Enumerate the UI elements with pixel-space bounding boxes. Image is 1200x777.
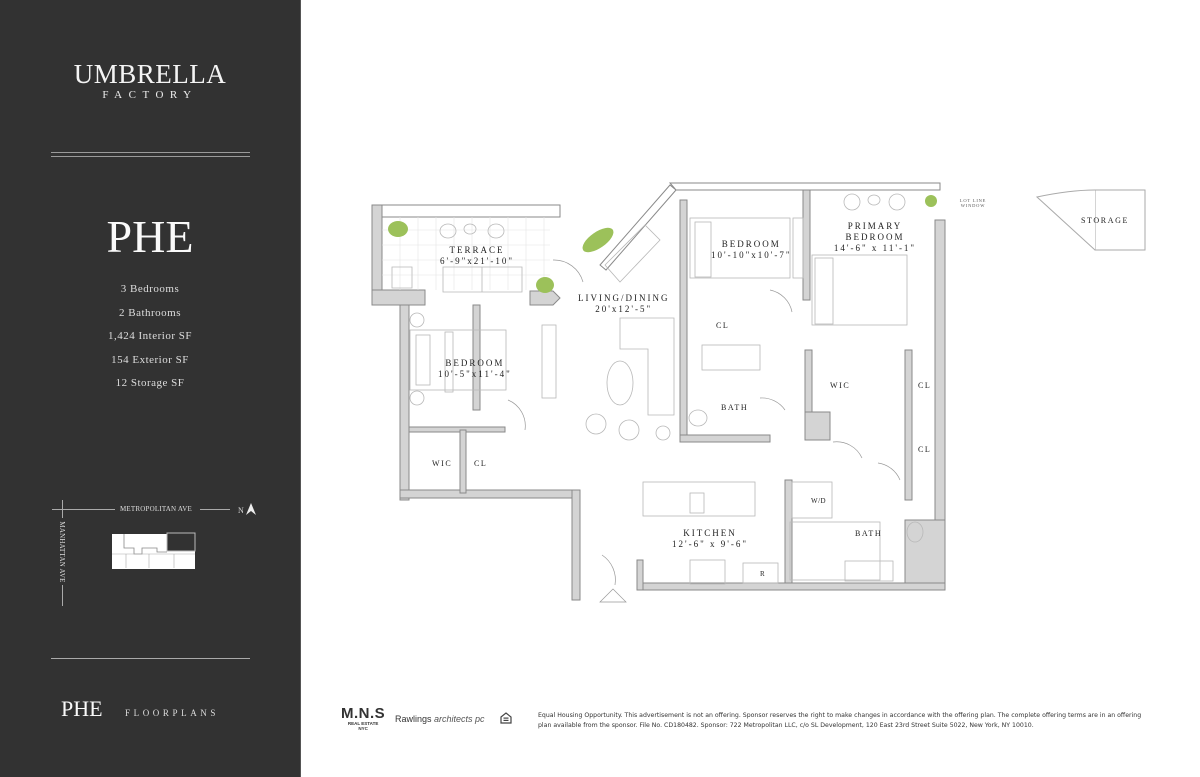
- floor-plan-drawing: [371, 182, 1146, 603]
- fridge-label: R: [760, 570, 767, 578]
- room-label-primary-bedroom: PRIMARY BEDROOM 14'-6" x 11'-1": [834, 221, 915, 254]
- room-name: KITCHEN: [683, 528, 737, 538]
- closet-label: CL: [474, 459, 488, 468]
- architect-name: Rawlings: [395, 714, 432, 724]
- street-label-manhattan: MANHATTAN AVE: [58, 521, 66, 583]
- footer-subtitle: FLOORPLANS: [125, 708, 220, 718]
- mns-logo-sub: NYC: [358, 726, 368, 731]
- room-dimensions: 20'x12'-5": [595, 304, 653, 314]
- room-name: LIVING/DINING: [578, 293, 670, 303]
- room-label-bath-1: BATH: [721, 403, 749, 412]
- stat-exterior-sf: 154 Exterior SF: [111, 353, 189, 366]
- room-label-kitchen: KITCHEN 12'-6" x 9'-6": [672, 528, 748, 550]
- room-name: BEDROOM: [721, 239, 781, 249]
- room-label-bedroom-1: BEDROOM 10'-5"x11'-4": [438, 358, 512, 380]
- room-label-terrace: TERRACE 6'-9"x21'-10": [440, 245, 514, 267]
- divider: [51, 152, 250, 153]
- room-name: TERRACE: [449, 245, 505, 255]
- room-name: PRIMARY BEDROOM: [845, 221, 905, 242]
- footer-unit-title: PHE: [61, 696, 103, 721]
- street-line: [200, 509, 230, 510]
- brand-logo-line2: FACTORY: [102, 89, 198, 101]
- sidebar: UMBRELLA FACTORY PHE 3 Bedrooms 2 Bathro…: [0, 0, 301, 777]
- closet-label: CL: [918, 381, 932, 390]
- lot-line-window-label: LOT LINE WINDOW: [959, 198, 987, 208]
- room-dimensions: 10'-5"x11'-4": [438, 369, 512, 379]
- closet-label: CL: [716, 321, 730, 330]
- architect-logo: Rawlings architects pc: [395, 714, 485, 724]
- wic-label: WIC: [830, 381, 851, 390]
- room-dimensions: 10'-10"x10'-7": [711, 250, 792, 260]
- north-label: N: [238, 506, 244, 515]
- architect-suffix: architects pc: [434, 714, 485, 724]
- sidebar-edge: [300, 0, 301, 777]
- street-line: [62, 585, 63, 606]
- mns-real-estate-logo: M.N.S REAL ESTATE NYC: [341, 706, 385, 731]
- divider: [51, 658, 250, 659]
- room-name: BEDROOM: [445, 358, 505, 368]
- street-label-metropolitan: METROPOLITAN AVE: [120, 505, 192, 513]
- street-line: [62, 500, 63, 518]
- room-label-living-dining: LIVING/DINING 20'x12'-5": [578, 293, 669, 315]
- mns-logo-text: M.N.S: [341, 705, 386, 722]
- stat-bedrooms: 3 Bedrooms: [120, 283, 180, 295]
- legal-disclaimer: Equal Housing Opportunity. This advertis…: [538, 712, 1142, 729]
- room-label-bath-2: BATH: [855, 529, 883, 538]
- wic-label: WIC: [432, 459, 453, 468]
- room-dimensions: 14'-6" x 11'-1": [833, 243, 917, 253]
- stat-bathrooms: 2 Bathrooms: [118, 306, 182, 319]
- room-label-bedroom-2: BEDROOM 10'-10"x10'-7": [711, 239, 792, 261]
- unit-title: PHE: [106, 211, 194, 262]
- north-arrow-icon: [246, 503, 256, 515]
- room-dimensions: 6'-9"x21'-10": [440, 256, 515, 266]
- street-line: [52, 509, 115, 510]
- washer-dryer-label: W/D: [811, 497, 827, 505]
- equal-housing-icon: [500, 712, 512, 724]
- divider: [51, 156, 250, 157]
- closet-label: CL: [918, 445, 932, 454]
- brand-logo-line1: UMBRELLA: [73, 59, 227, 89]
- stat-storage-sf: 12 Storage SF: [115, 377, 185, 389]
- building-keyplan: [112, 532, 196, 569]
- storage-label: STORAGE: [1081, 216, 1129, 225]
- room-dimensions: 12'-6" x 9'-6": [672, 539, 749, 549]
- unit-stats: 3 Bedrooms 2 Bathrooms 1,424 Interior SF…: [0, 283, 300, 401]
- stat-interior-sf: 1,424 Interior SF: [108, 330, 192, 342]
- mns-logo-sub: REAL ESTATE: [347, 721, 379, 726]
